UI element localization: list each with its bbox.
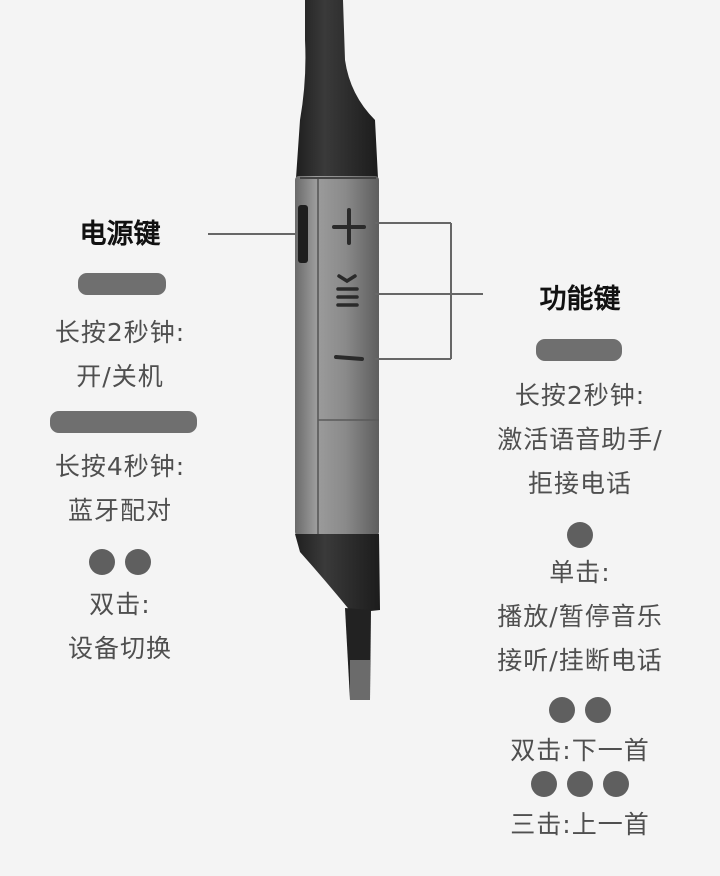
minus-icon — [334, 355, 364, 361]
function-single-action-line1: 播放/暂停音乐 — [497, 602, 663, 631]
double-press-indicator — [60, 549, 180, 575]
function-callout-bracket — [375, 222, 483, 360]
function-hold2-action-line2: 拒接电话 — [527, 469, 632, 498]
play-menu-icon — [336, 274, 359, 307]
power-button — [298, 205, 308, 263]
function-double-text: 双击:下一首 — [510, 736, 650, 765]
power-hold2-label: 长按2秒钟: — [54, 318, 186, 347]
plus-icon — [332, 208, 366, 245]
function-single-action-line2: 接听/挂断电话 — [497, 646, 663, 675]
press-dot — [89, 549, 115, 575]
function-hold2-action-line1: 激活语音助手/ — [497, 425, 663, 454]
lower-cable — [345, 608, 371, 700]
triple-press-indicator — [515, 771, 645, 797]
power-hold4-label: 长按4秒钟: — [54, 452, 186, 481]
function-single-label: 单击: — [549, 558, 611, 587]
long-hold-indicator — [50, 411, 197, 433]
function-triple-text: 三击:上一首 — [510, 810, 650, 839]
press-dot — [531, 771, 557, 797]
press-dot — [567, 771, 593, 797]
power-hold4-action: 蓝牙配对 — [67, 496, 172, 525]
function-key-title: 功能键 — [539, 284, 621, 315]
double-press-indicator — [530, 697, 630, 723]
press-dot — [125, 549, 151, 575]
power-double-action: 设备切换 — [67, 634, 172, 663]
press-dot — [603, 771, 629, 797]
short-hold-indicator — [78, 273, 166, 295]
press-dot — [549, 697, 575, 723]
lower-boot — [295, 534, 380, 613]
press-dot — [585, 697, 611, 723]
function-hold2-label: 长按2秒钟: — [514, 381, 646, 410]
press-dot — [567, 522, 593, 548]
short-hold-indicator — [536, 339, 622, 361]
single-press-indicator — [530, 522, 630, 548]
upper-cable — [296, 0, 378, 178]
power-double-label: 双击: — [89, 590, 151, 619]
power-key-title: 电源键 — [79, 219, 161, 250]
power-hold2-action: 开/关机 — [76, 362, 164, 391]
